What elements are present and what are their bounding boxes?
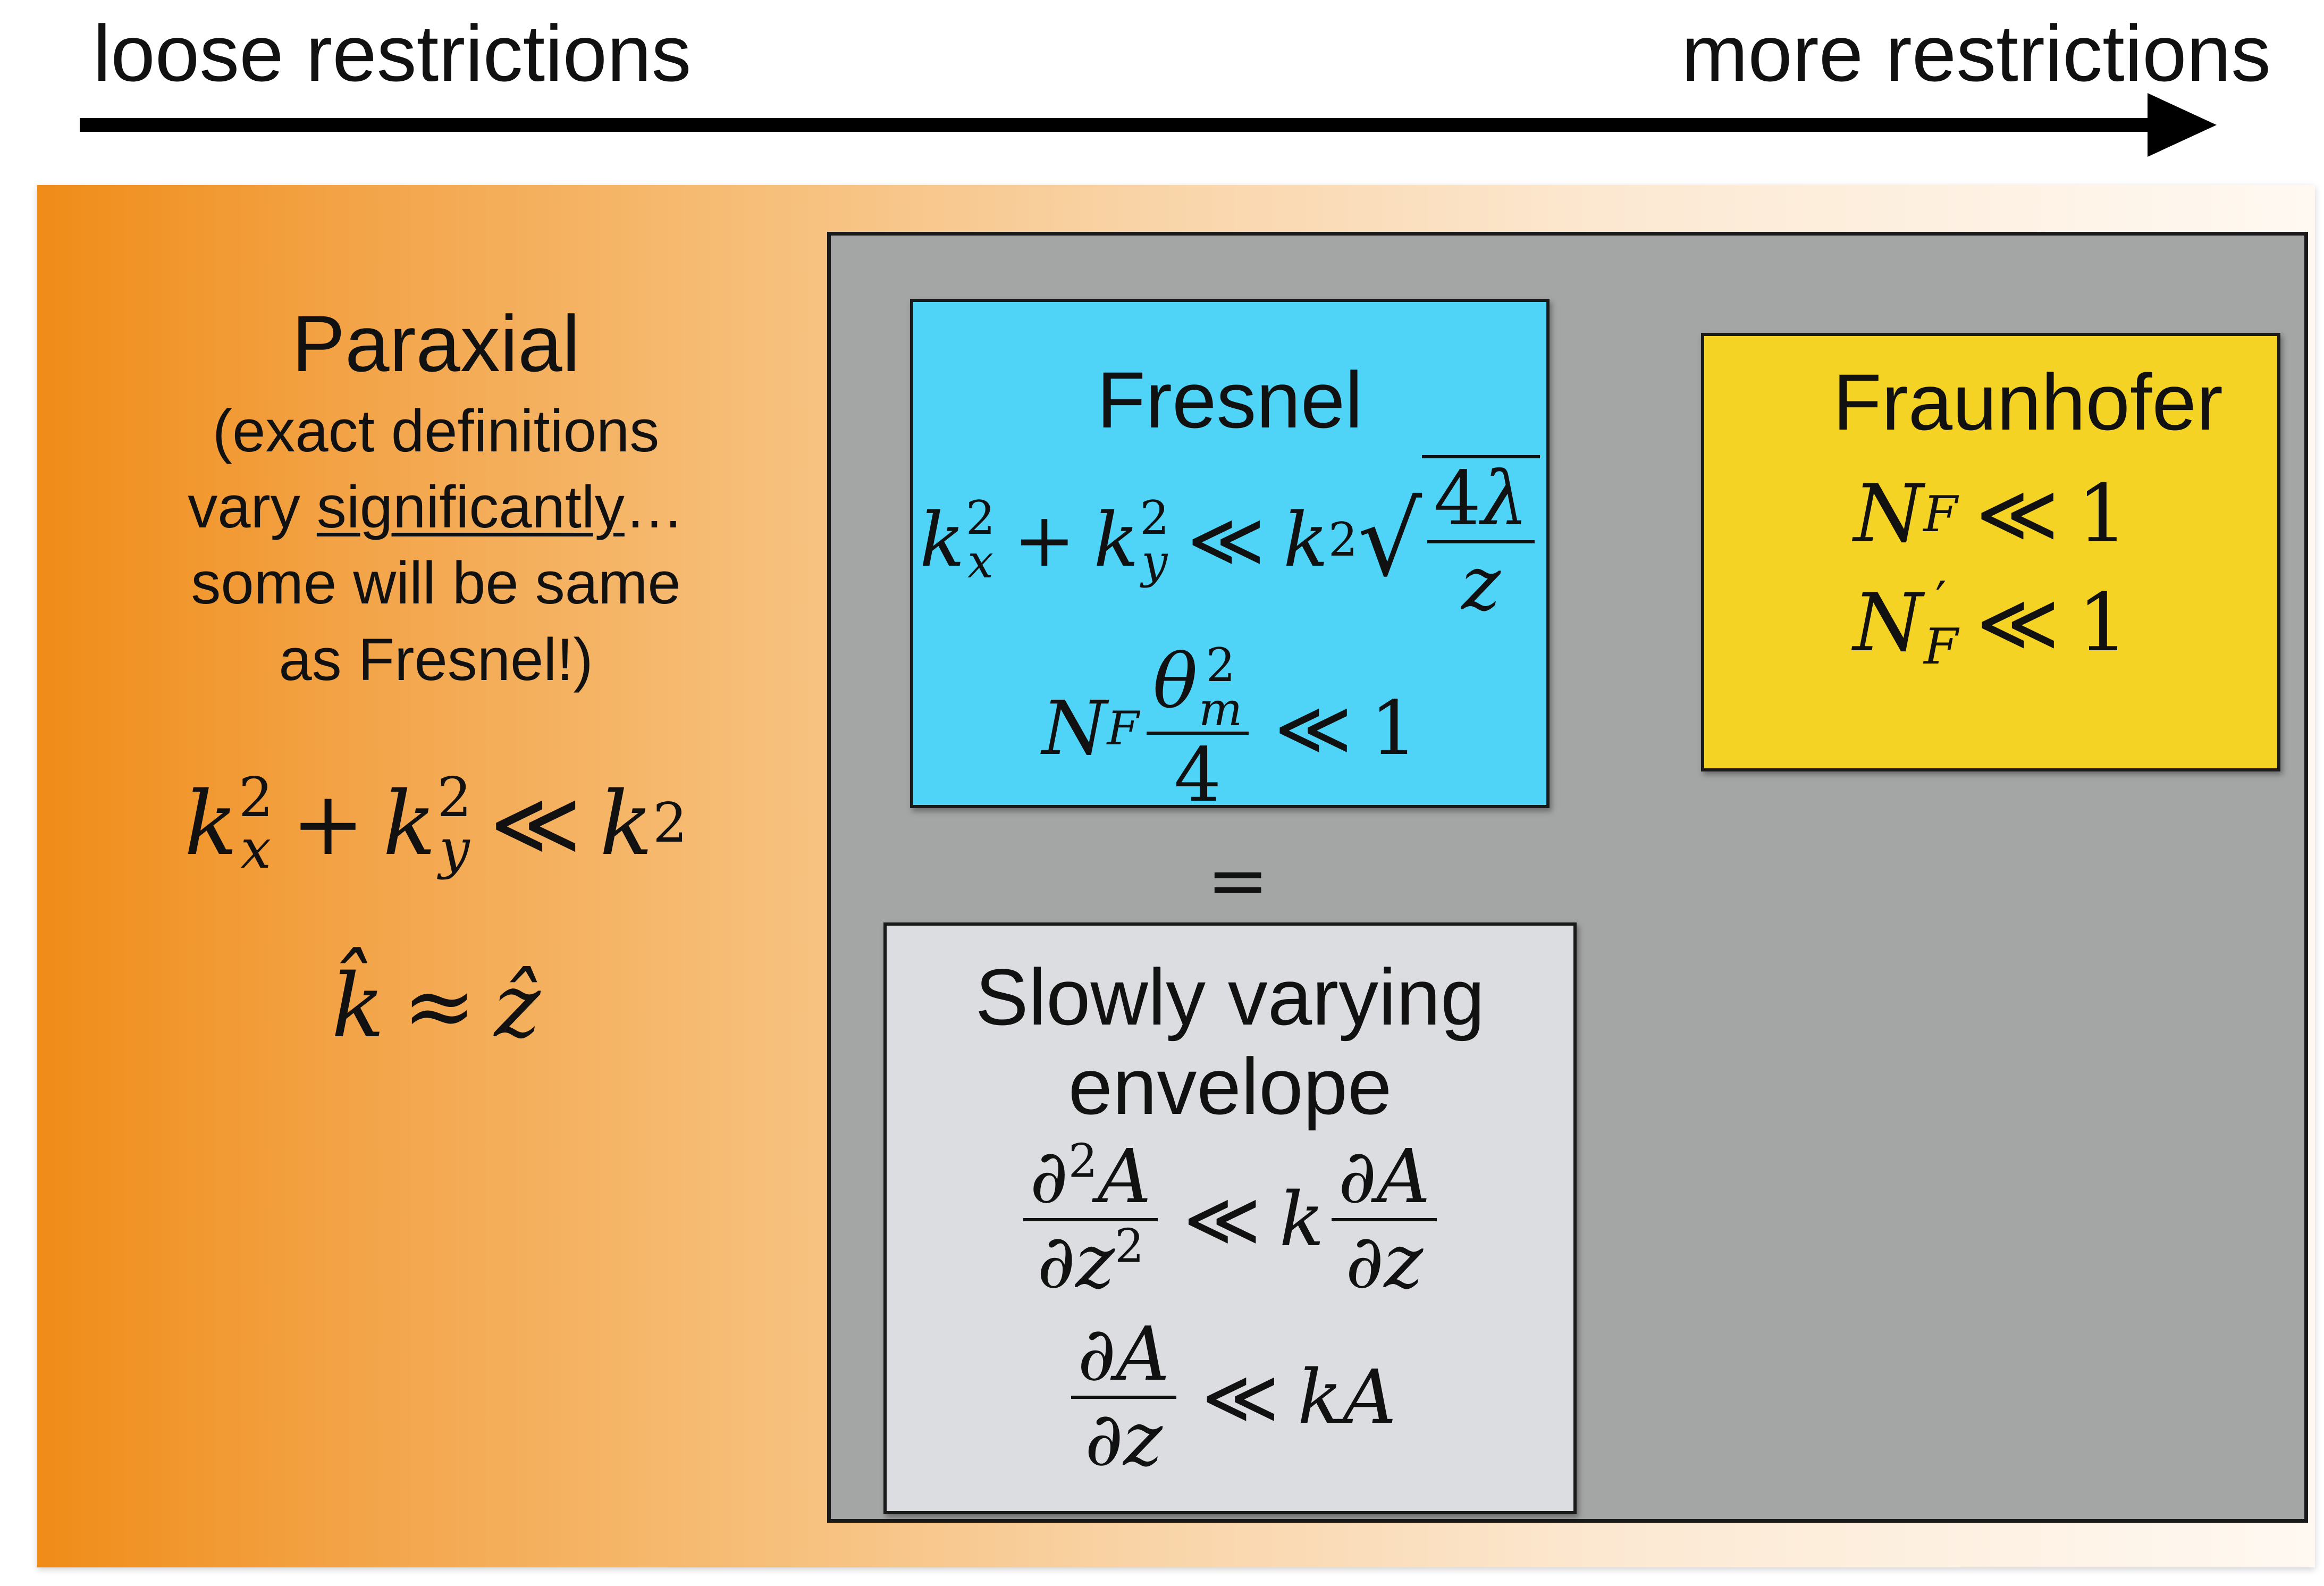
paraxial-note-line1: (exact definitions [212,397,660,464]
scale-right-label: more restrictions [1681,9,2271,98]
paraxial-note-line4: as Fresnel!) [279,626,593,693]
paraxial-note-ellipsis: … [624,473,684,540]
equals-sign: = [1207,837,1269,924]
svea-title-line2: envelope [1068,1042,1392,1131]
arrow-shaft [80,118,2169,132]
svea-title-line1: Slowly varying [975,952,1485,1042]
svea-second-derivative-equation: ∂2A∂z2 ≪k ∂A∂z [887,1136,1573,1303]
arrow-head [2148,93,2217,157]
fresnel-title: Fresnel [1097,355,1363,444]
scale-left-label: loose restrictions [93,9,692,98]
paraxial-direction-equation: k̂≈ẑ [331,955,541,1058]
paraxial-note-underlined: significantly [316,473,625,540]
fraunhofer-equation-2: N′F≪1 [1853,571,2129,676]
fraunhofer-title: Fraunhofer [1833,357,2223,447]
paraxial-section: Paraxial (exact definitions vary signifi… [90,298,781,1057]
paraxial-note-line3: some will be same [191,550,681,617]
svea-first-derivative-equation: ∂A∂z ≪kA [887,1314,1573,1481]
slowly-varying-envelope-box: Slowly varying envelope ∂2A∂z2 ≪k ∂A∂z ∂… [883,922,1577,1514]
svea-title: Slowly varying envelope [887,952,1573,1131]
paraxial-note: (exact definitions vary significantly… s… [90,393,781,698]
paraxial-title: Paraxial [292,299,580,388]
paraxial-note-vary: vary [188,473,317,540]
restriction-scale-arrow [80,93,2217,157]
paraxial-note-line2: vary significantly… [90,469,781,545]
